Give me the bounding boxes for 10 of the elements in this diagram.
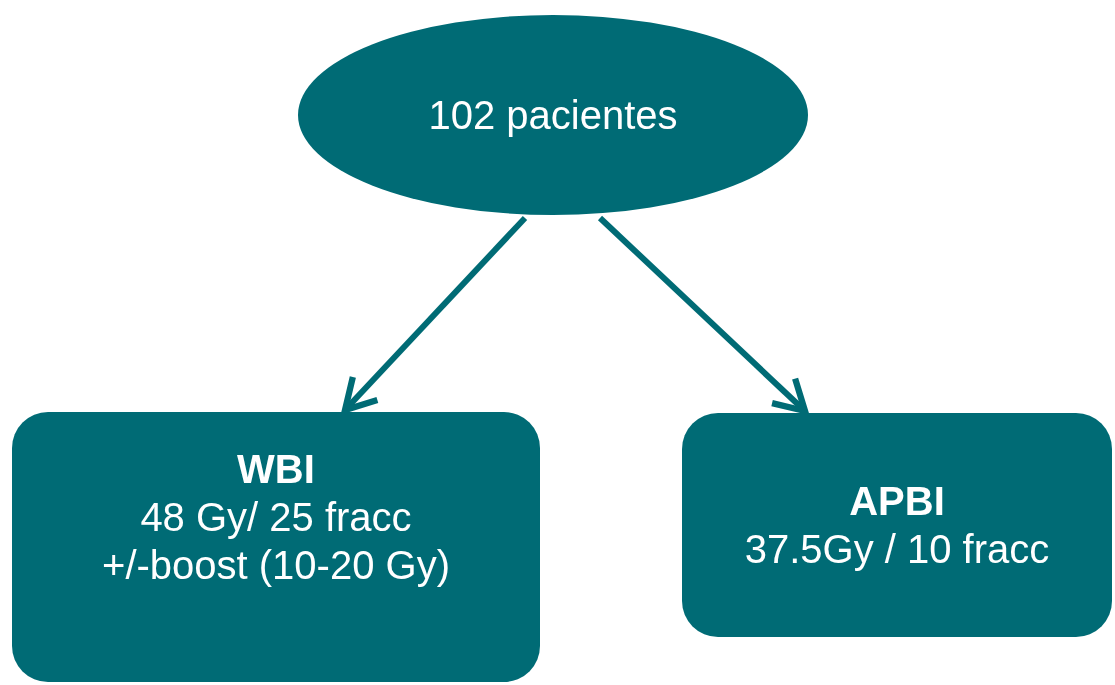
arrow (597, 215, 809, 415)
box-heading: WBI (237, 446, 315, 493)
rounded-box (682, 413, 1112, 637)
node-text: 37.5Gy / 10 fracc (744, 526, 1050, 573)
arrow (341, 215, 528, 414)
node-text: 48 Gy/ 25 fracc (140, 494, 412, 541)
node-text: 102 pacientes (428, 92, 678, 139)
node-text: +/-boost (10-20 Gy) (102, 542, 450, 589)
box-heading: APBI (849, 478, 945, 525)
rounded-box (12, 412, 540, 682)
